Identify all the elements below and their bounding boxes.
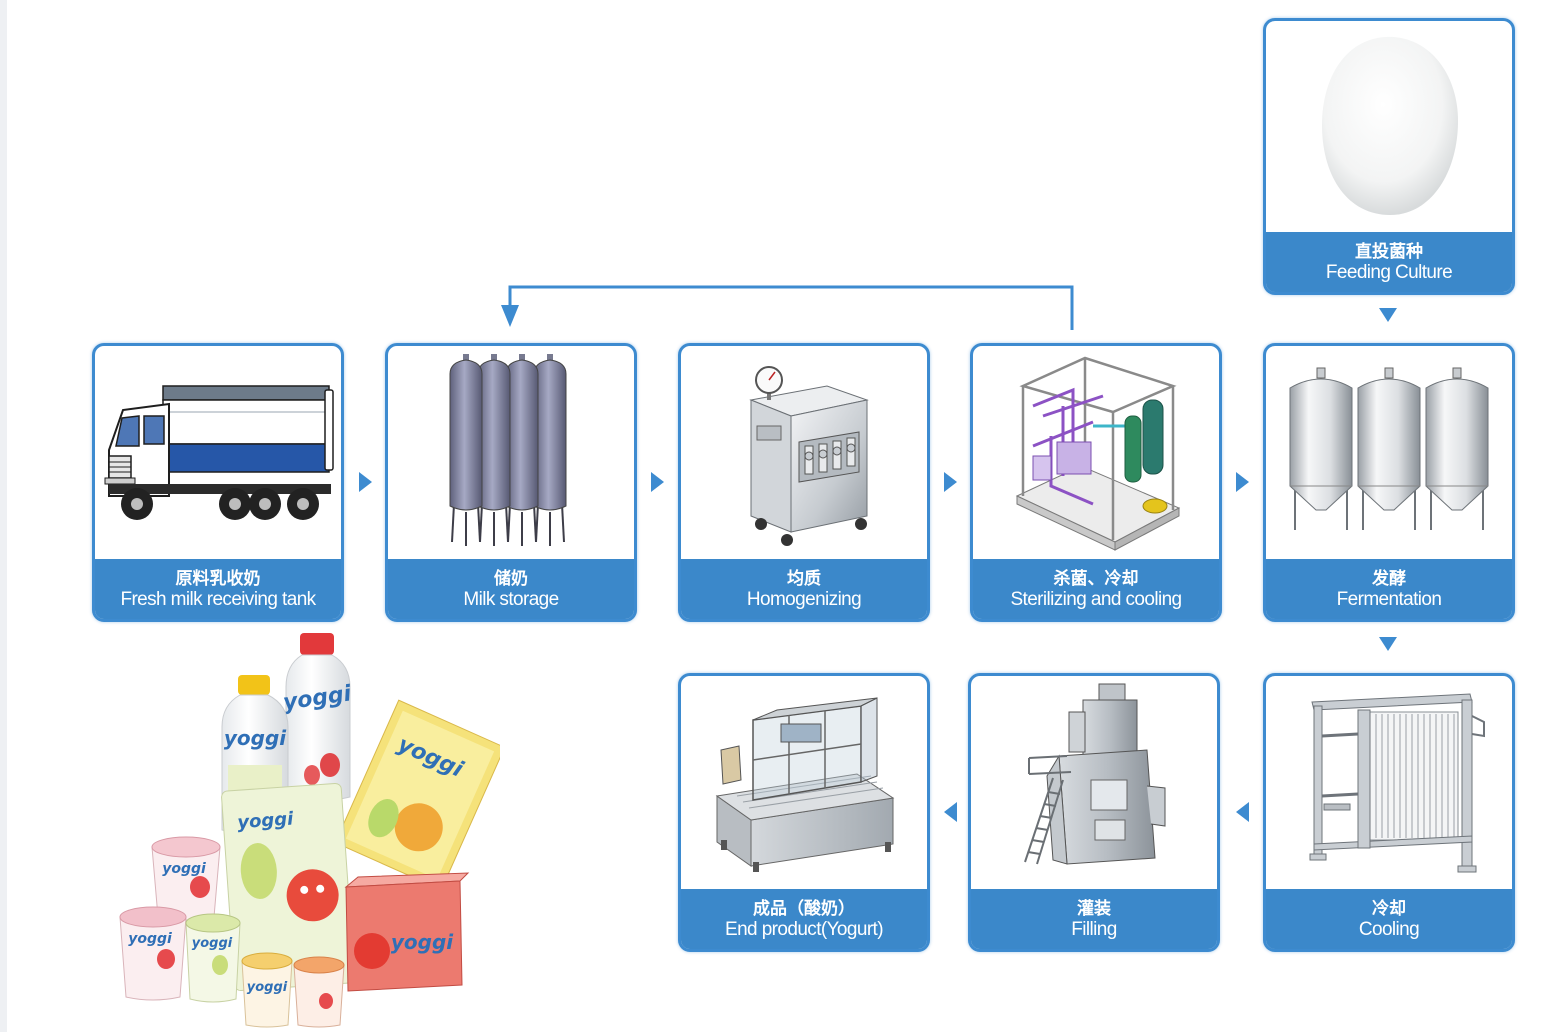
step-label-zh: 成品（酸奶） xyxy=(753,899,855,918)
yogurt-cup: yoggi xyxy=(241,952,293,1028)
flow-arrow-right xyxy=(359,472,372,492)
step-label-en: Cooling xyxy=(1358,919,1420,940)
step-filling: 灌装 Filling xyxy=(968,673,1220,952)
step-label: 成品（酸奶） End product(Yogurt) xyxy=(681,889,927,949)
flow-arrow-down xyxy=(1379,308,1397,322)
brand-logo-text: yoggi xyxy=(192,936,233,951)
yogurt-box: yoggi xyxy=(344,872,470,992)
brand-logo-text: yoggi xyxy=(162,861,206,877)
step-fermentation: 发酵 Fermentation xyxy=(1263,343,1515,622)
step-label: 杀菌、冷却 Sterilizing and cooling xyxy=(973,559,1219,619)
yogurt-pouch: yoggi xyxy=(221,782,355,992)
step-label-zh: 发酵 xyxy=(1372,569,1406,588)
yogurt-cup: yoggi xyxy=(151,836,221,921)
flow-arrow-right xyxy=(651,472,664,492)
flow-arrow-down xyxy=(1379,637,1397,651)
step-label-en: Fermentation xyxy=(1336,589,1442,610)
step-label-zh: 灌装 xyxy=(1077,899,1111,918)
step-label: 原料乳收奶 Fresh milk receiving tank xyxy=(95,559,341,619)
step-label: 灌装 Filling xyxy=(971,889,1217,949)
brand-logo-text: yoggi xyxy=(391,930,454,954)
flow-arrow-left xyxy=(944,802,957,822)
storage-tanks-icon xyxy=(388,346,634,559)
step-label-en: Filling xyxy=(1071,919,1117,940)
culture-powder-icon xyxy=(1266,21,1512,232)
plate-cooler-icon xyxy=(1266,676,1512,889)
flow-arrow-left xyxy=(1236,802,1249,822)
step-label: 储奶 Milk storage xyxy=(388,559,634,619)
brand-logo-text: yoggi xyxy=(224,726,287,750)
step-label-en: Sterilizing and cooling xyxy=(1010,589,1182,610)
step-label-en: End product(Yogurt) xyxy=(725,919,884,940)
flow-arrow-right xyxy=(1236,472,1249,492)
step-sterilizing-cooling: 杀菌、冷却 Sterilizing and cooling xyxy=(970,343,1222,622)
step-label-zh: 直投菌种 xyxy=(1355,242,1423,261)
step-label: 冷却 Cooling xyxy=(1266,889,1512,949)
step-label: 直投菌种 Feeding Culture xyxy=(1266,232,1512,292)
sterilizer-icon xyxy=(973,346,1219,559)
step-cooling: 冷却 Cooling xyxy=(1263,673,1515,952)
brand-logo-text: yoggi xyxy=(247,980,288,995)
yogurt-cup: yoggi xyxy=(119,906,187,1001)
step-label-en: Feeding Culture xyxy=(1325,262,1453,283)
step-label: 发酵 Fermentation xyxy=(1266,559,1512,619)
brand-logo-text: yoggi xyxy=(237,808,295,833)
yogurt-products-image: yoggi yoggi yoggi yoggi yoggi yoggi xyxy=(119,633,500,1028)
step-label: 均质 Homogenizing xyxy=(681,559,927,619)
step-label-zh: 杀菌、冷却 xyxy=(1053,569,1139,588)
fermentation-tanks-icon xyxy=(1266,346,1512,559)
step-label-zh: 储奶 xyxy=(494,569,528,588)
filling-machine-icon xyxy=(971,676,1217,889)
step-label-en: Fresh milk receiving tank xyxy=(120,589,316,610)
step-fresh-milk-receiving: 原料乳收奶 Fresh milk receiving tank xyxy=(92,343,344,622)
homogenizer-icon xyxy=(681,346,927,559)
packing-machine-icon xyxy=(681,676,927,889)
step-label-en: Milk storage xyxy=(463,589,559,610)
step-label-zh: 冷却 xyxy=(1372,899,1406,918)
step-end-product: 成品（酸奶） End product(Yogurt) xyxy=(678,673,930,952)
return-arrow-head xyxy=(501,305,519,327)
step-label-zh: 原料乳收奶 xyxy=(175,569,261,588)
brand-logo-text: yoggi xyxy=(128,931,172,947)
step-feeding-culture: 直投菌种 Feeding Culture xyxy=(1263,18,1515,295)
step-homogenizing: 均质 Homogenizing xyxy=(678,343,930,622)
yogurt-bottle: yoggi xyxy=(281,633,353,802)
milk-tanker-truck-icon xyxy=(95,346,341,559)
flow-arrow-right xyxy=(944,472,957,492)
yogurt-carton: yoggi xyxy=(334,699,500,891)
yogurt-cup: yoggi xyxy=(185,913,241,1003)
step-label-zh: 均质 xyxy=(787,569,821,588)
step-milk-storage: 储奶 Milk storage xyxy=(385,343,637,622)
page-edge xyxy=(0,0,7,1032)
step-label-en: Homogenizing xyxy=(746,589,862,610)
yogurt-cup xyxy=(293,956,345,1028)
